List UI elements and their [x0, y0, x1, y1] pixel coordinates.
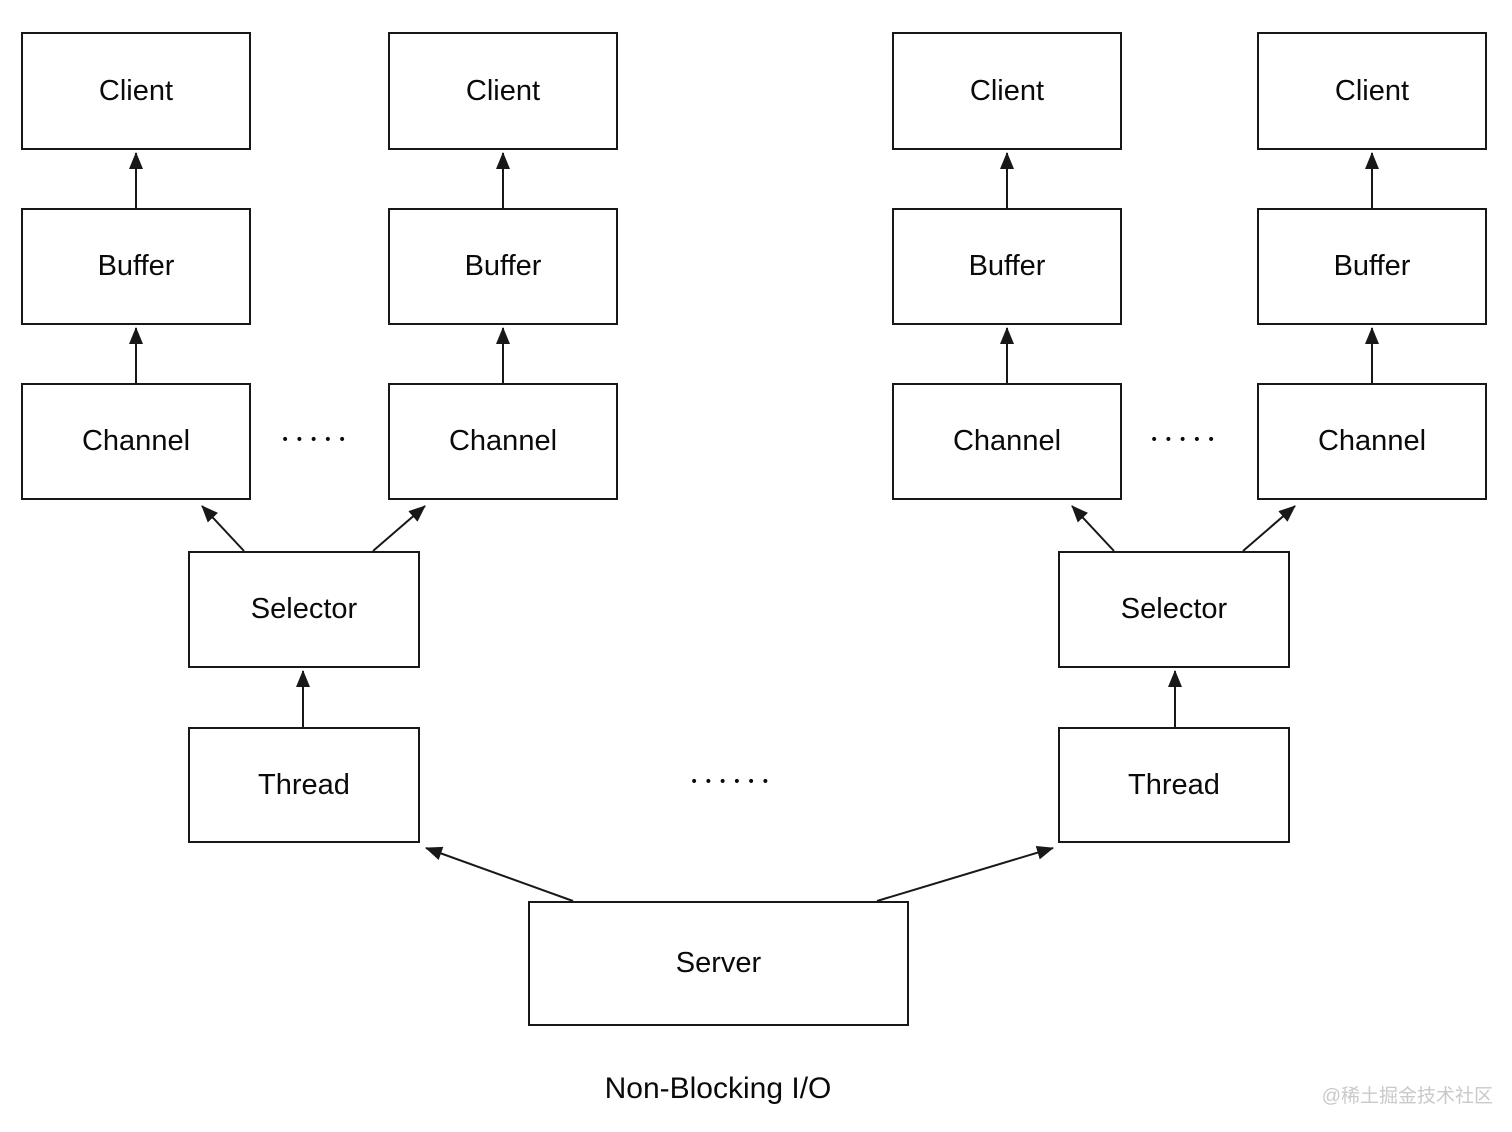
client-node-2: Client — [388, 32, 618, 150]
channel-node-3: Channel — [892, 383, 1122, 500]
buffer-node-3: Buffer — [892, 208, 1122, 325]
ellipsis-channels-left: ••••• — [281, 432, 353, 448]
arrow-selector-right-to-channel-3 — [1071, 505, 1115, 552]
selector-node-right: Selector — [1058, 551, 1290, 668]
client-node-3: Client — [892, 32, 1122, 150]
buffer-node-4: Buffer — [1257, 208, 1487, 325]
arrow-server-to-thread-left — [425, 846, 574, 902]
server-node: Server — [528, 901, 909, 1026]
buffer-node-2: Buffer — [388, 208, 618, 325]
ellipsis-channels-right: ••••• — [1150, 432, 1222, 448]
client-node-1: Client — [21, 32, 251, 150]
thread-node-left: Thread — [188, 727, 420, 843]
selector-node-left: Selector — [188, 551, 420, 668]
thread-node-right: Thread — [1058, 727, 1290, 843]
client-node-4: Client — [1257, 32, 1487, 150]
buffer-node-1: Buffer — [21, 208, 251, 325]
arrow-selector-left-to-channel-2 — [372, 505, 426, 552]
channel-node-4: Channel — [1257, 383, 1487, 500]
diagram-title: Non-Blocking I/O — [604, 1072, 832, 1105]
ellipsis-threads: •••••• — [690, 774, 776, 790]
arrow-server-to-thread-right — [876, 845, 1054, 902]
watermark-text: @稀土掘金技术社区 — [1321, 1086, 1493, 1107]
arrow-selector-left-to-channel-1 — [201, 505, 245, 552]
arrow-selector-right-to-channel-4 — [1242, 505, 1296, 552]
channel-node-1: Channel — [21, 383, 251, 500]
channel-node-2: Channel — [388, 383, 618, 500]
